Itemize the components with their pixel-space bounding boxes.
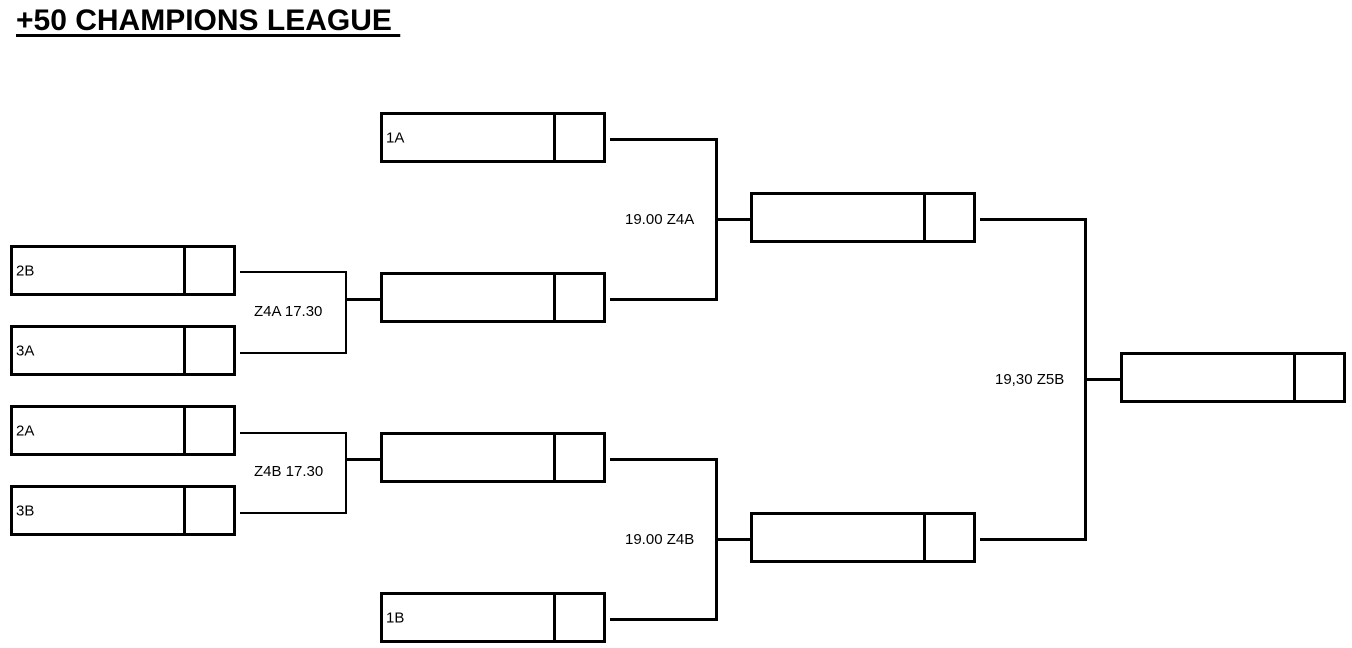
final-slot <box>1120 352 1346 403</box>
connector-line <box>980 218 1087 221</box>
match-label-z5b-final: 19,30 Z5B <box>995 371 1065 388</box>
team-slot-1b: 1B <box>380 592 606 643</box>
connector-line <box>345 458 381 461</box>
semifinal-slot-bottom <box>750 512 976 563</box>
team-slot-1a: 1A <box>380 112 606 163</box>
team-label: 2B <box>16 262 35 279</box>
winner-slot-z4a <box>380 272 606 323</box>
connector-line <box>610 618 718 621</box>
score-cell <box>183 328 233 373</box>
connector-line <box>240 432 347 434</box>
match-label-z4b-qf: 19.00 Z4B <box>625 531 695 548</box>
connector-line <box>980 538 1087 541</box>
score-cell <box>553 595 603 640</box>
team-slot-2a: 2A <box>10 405 236 456</box>
connector-line <box>715 218 751 221</box>
connector-line <box>240 352 347 354</box>
team-label: 1A <box>386 129 405 146</box>
winner-slot-z4b <box>380 432 606 483</box>
semifinal-slot-top <box>750 192 976 243</box>
team-label: 1B <box>386 609 405 626</box>
score-cell <box>183 488 233 533</box>
score-cell <box>923 515 973 560</box>
connector-line <box>345 432 347 514</box>
score-cell <box>183 248 233 293</box>
match-label-z4a-qf: 19.00 Z4A <box>625 211 695 228</box>
match-label-z4a-r1: Z4A 17.30 <box>254 303 323 320</box>
team-slot-2b: 2B <box>10 245 236 296</box>
connector-line <box>240 271 347 273</box>
score-cell <box>553 115 603 160</box>
connector-line <box>1084 378 1121 381</box>
match-label-z4b-r1: Z4B 17.30 <box>254 463 324 480</box>
connector-line <box>345 271 347 354</box>
connector-line <box>240 512 347 514</box>
score-cell <box>553 275 603 320</box>
page-title: +50 CHAMPIONS LEAGUE <box>16 4 401 37</box>
score-cell <box>553 435 603 480</box>
connector-line <box>610 138 718 141</box>
team-slot-3a: 3A <box>10 325 236 376</box>
connector-line <box>610 458 718 461</box>
connector-line <box>610 298 718 301</box>
team-label: 3A <box>16 342 35 359</box>
score-cell <box>923 195 973 240</box>
score-cell <box>183 408 233 453</box>
team-slot-3b: 3B <box>10 485 236 536</box>
score-cell <box>1293 355 1343 400</box>
connector-line <box>345 298 381 301</box>
team-label: 2A <box>16 422 35 439</box>
team-label: 3B <box>16 502 35 519</box>
connector-line <box>715 538 751 541</box>
